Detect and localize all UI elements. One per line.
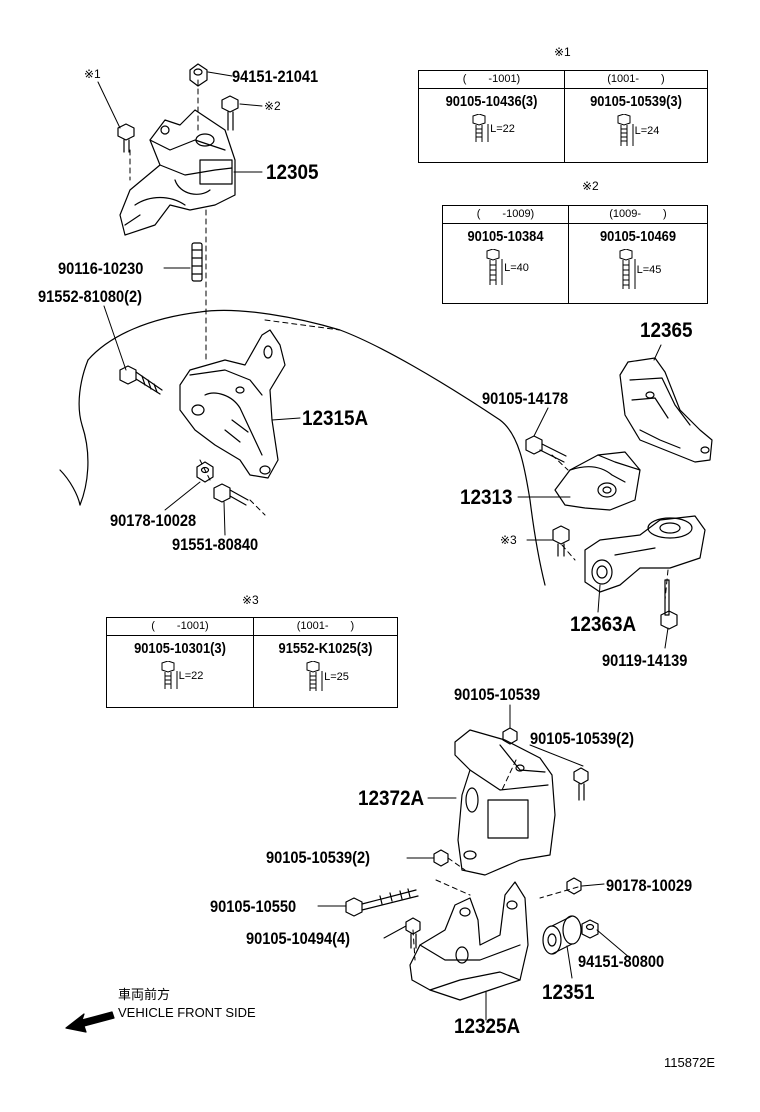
table3-header-1: ( -1001) [106, 617, 254, 636]
table2-part-1: 90105-10384 [467, 228, 544, 245]
bracket-12372A [454, 729, 556, 876]
part-number-90119-14139: 90119-14139 [602, 651, 688, 670]
label-leaders [97, 71, 669, 1021]
part-number-12372A: 12372A [358, 787, 425, 810]
table3-part-2: 91552-K1025(3) [278, 640, 373, 657]
vehicle-front-note: 車両前方 VEHICLE FRONT SIDE [118, 986, 256, 1022]
table3-mark: ※3 [242, 593, 259, 607]
bushing-12351 [542, 915, 582, 955]
table2-header-1: ( -1009) [442, 205, 569, 224]
table3-bolt-2: L=25 [302, 661, 349, 693]
nut-94151-80800 [581, 919, 599, 939]
note-mark-3: ※3 [500, 533, 517, 547]
part-number-12315A: 12315A [302, 407, 369, 430]
body-outline [87, 309, 546, 586]
body-outline-left [78, 359, 89, 506]
part-number-12351: 12351 [542, 981, 595, 1004]
table3-bolt-1: L=22 [157, 661, 204, 691]
table1-bolt-2: L=24 [613, 114, 660, 148]
part-number-90105-10539-top: 90105-10539 [454, 685, 541, 704]
table2-part-2: 90105-10469 [599, 228, 677, 245]
mount-12305 [119, 109, 236, 236]
mount-12313 [554, 451, 641, 511]
table1-part-2: 90105-10539(3) [590, 93, 682, 110]
bolt-90105-10550 [345, 888, 419, 917]
part-number-90116-10230: 90116-10230 [58, 259, 144, 278]
bolt-90105-10539-top [502, 727, 518, 745]
assembly-leaders [129, 79, 669, 961]
part-number-90178-10029: 90178-10029 [606, 876, 693, 895]
table1-header-2: (1001- ) [564, 70, 708, 89]
table1-header-1: ( -1001) [418, 70, 565, 89]
part-number-91552-81080: 91552-81080(2) [38, 287, 143, 306]
part-number-90105-10494: 90105-10494(4) [246, 929, 351, 948]
table1-part-1: 90105-10436(3) [445, 93, 538, 110]
bolt-icon [617, 114, 634, 146]
table2-bolt-2: L=45 [615, 249, 662, 291]
stud-90116-10230 [191, 242, 203, 282]
nut-90178-10028 [196, 461, 214, 483]
bolt-icon [161, 661, 178, 689]
table1-length-2: L=24 [634, 125, 660, 137]
bolt-90105-10539-left [433, 849, 449, 867]
bolt-90119-14139 [660, 579, 678, 630]
table2-header-2: (1009- ) [568, 205, 708, 224]
table2-mark: ※2 [582, 179, 599, 193]
table2-length-1: L=40 [504, 262, 529, 274]
table1-mark: ※1 [554, 45, 571, 59]
part-number-90105-10539-left: 90105-10539(2) [266, 848, 371, 867]
part-number-90105-10550: 90105-10550 [210, 897, 297, 916]
part-number-12305: 12305 [266, 161, 319, 184]
table1-bolt-1: L=22 [468, 114, 515, 144]
bracket-12325A [409, 881, 529, 1001]
vehicle-front-en: VEHICLE FRONT SIDE [118, 1005, 256, 1021]
bolt-mark1-left [117, 123, 135, 153]
table1-length-1: L=22 [490, 123, 515, 135]
part-number-90178-10028: 90178-10028 [110, 511, 197, 530]
part-number-94151-21041: 94151-21041 [232, 67, 319, 86]
note-mark-1: ※1 [84, 67, 101, 81]
table2-bolt-1: L=40 [482, 249, 529, 287]
part-number-12363A: 12363A [570, 613, 637, 636]
table3-header-2: (1001- ) [253, 617, 398, 636]
spec-table-1: ( -1001) (1001- ) 90105-10436(3) L=22 90… [418, 70, 708, 163]
bolt-icon [486, 249, 503, 285]
illustration-code: 115872E [664, 1055, 716, 1070]
vehicle-front-jp: 車両前方 [118, 987, 171, 1002]
bolt-90105-10539-right [573, 767, 589, 801]
part-number-94151-80800: 94151-80800 [578, 952, 665, 971]
front-arrow-icon [65, 1011, 115, 1033]
table3-length-2: L=25 [324, 671, 349, 683]
spec-table-3: ( -1001) (1001- ) 90105-10301(3) L=22 91… [106, 617, 398, 708]
table3-part-1: 90105-10301(3) [134, 640, 226, 657]
table3-length-1: L=22 [178, 670, 204, 682]
note-mark-2: ※2 [264, 99, 281, 113]
part-number-12365: 12365 [640, 319, 693, 342]
table2-length-2: L=45 [636, 264, 662, 276]
part-number-90105-10539-right: 90105-10539(2) [530, 729, 635, 748]
bolt-91551-80840 [213, 483, 249, 506]
spec-table-2: ( -1009) (1009- ) 90105-10384 L=40 90105… [442, 205, 708, 304]
part-number-12325A: 12325A [454, 1015, 521, 1038]
bolt-mark3 [552, 525, 570, 557]
bolt-90105-14178 [525, 435, 567, 463]
bolt-icon [306, 661, 323, 691]
bracket-12365 [619, 357, 713, 463]
bolt-mark2-top [221, 95, 239, 131]
bracket-12315A [179, 329, 286, 479]
part-number-90105-14178: 90105-14178 [482, 389, 569, 408]
torque-rod-12363A [584, 515, 706, 593]
bolt-icon [472, 114, 489, 142]
part-number-12313: 12313 [460, 486, 513, 509]
bolt-icon [619, 249, 636, 289]
nut-94151-21041 [189, 63, 208, 87]
bolt-91552-81080 [119, 365, 163, 395]
bolt-90105-10494 [405, 917, 421, 949]
nut-90178-10029 [566, 877, 582, 895]
part-number-91551-80840: 91551-80840 [172, 535, 259, 554]
